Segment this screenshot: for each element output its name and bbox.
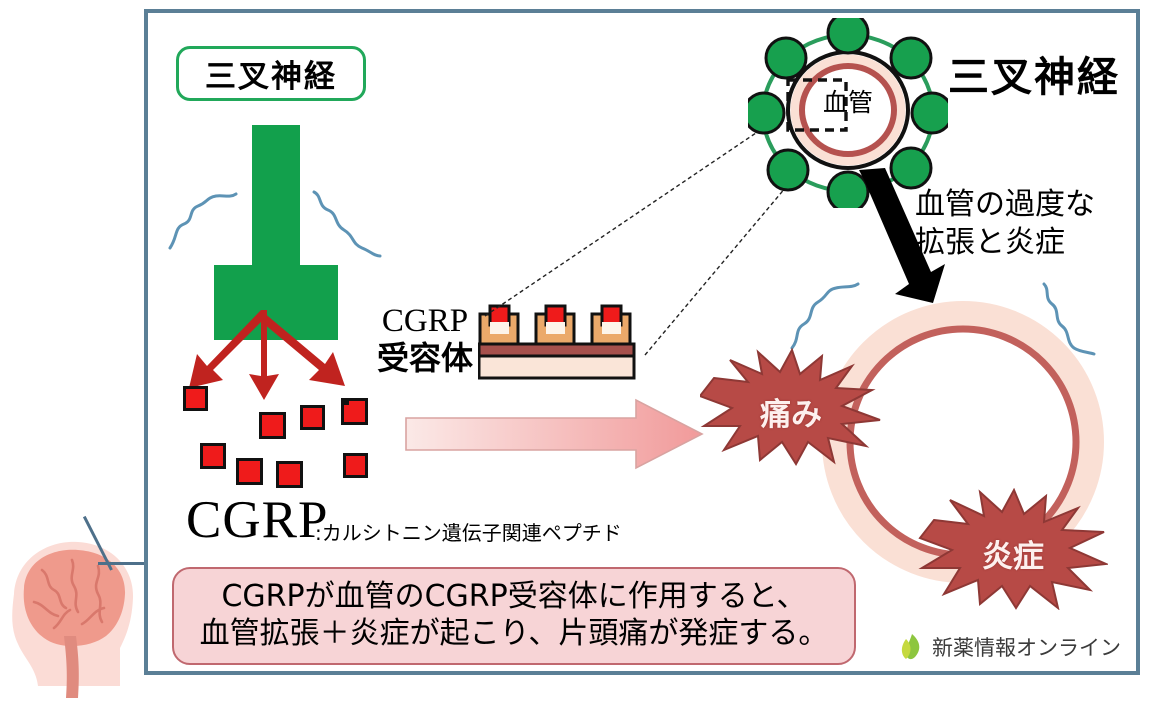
process-arrow bbox=[405, 398, 704, 470]
cgrp-receptor-membrane-diagram bbox=[478, 304, 636, 380]
vessel-squiggle-left bbox=[790, 282, 860, 350]
caption-line2: 血管拡張＋炎症が起こり、片頭痛が発症する。 bbox=[199, 616, 829, 651]
dilation-text-line1: 血管の過度な bbox=[915, 187, 1095, 222]
trigeminal-nerve-label-right: 三叉神経 bbox=[948, 53, 1120, 101]
signal-squiggle-left bbox=[168, 192, 238, 250]
vessel-squiggle-right bbox=[1042, 282, 1096, 356]
watermark: 新薬情報オンライン bbox=[898, 632, 1121, 662]
cgrp-molecule bbox=[236, 458, 263, 485]
dilation-inflammation-text: 血管の過度な 拡張と炎症 bbox=[915, 186, 1095, 263]
nerve-terminal-shape bbox=[214, 125, 338, 340]
pain-starburst bbox=[700, 348, 881, 466]
dilation-flow-arrow bbox=[859, 168, 945, 303]
vessel-cross-section-label: 血管 bbox=[823, 88, 874, 117]
cgrp-molecule bbox=[341, 398, 368, 425]
cgrp-receptor-label-line2: 受容体 bbox=[376, 339, 473, 378]
inflammation-burst-text: 炎症 bbox=[982, 539, 1044, 575]
signal-squiggle-right bbox=[312, 190, 382, 258]
cgrp-molecule bbox=[343, 399, 349, 405]
cgrp-molecule bbox=[276, 461, 303, 488]
dilation-text-line2: 拡張と炎症 bbox=[915, 225, 1065, 261]
head-brain-illustration bbox=[12, 541, 134, 698]
pain-burst-text: 痛み bbox=[760, 397, 822, 433]
pain-burst-group: 痛み bbox=[700, 348, 882, 466]
cgrp-molecule bbox=[300, 405, 325, 430]
trigeminal-nerve-label-text: 三叉神経 bbox=[205, 59, 337, 95]
caption-line1: CGRPが血管のCGRP受容体に作用すると、 bbox=[221, 579, 807, 615]
watermark-text: 新薬情報オンライン bbox=[932, 636, 1121, 660]
vessel-cross-section bbox=[748, 18, 948, 208]
cgrp-subtitle: :カルシトニン遺伝子関連ペプチド bbox=[315, 521, 622, 545]
cgrp-release-arrows bbox=[189, 310, 345, 400]
cgrp-title: CGRP bbox=[186, 491, 329, 549]
leaf-icon bbox=[901, 634, 920, 660]
cgrp-molecule bbox=[183, 386, 208, 411]
cgrp-receptor-label-line1: CGRP bbox=[381, 303, 469, 339]
inflammation-starburst bbox=[918, 488, 1108, 610]
cgrp-molecule bbox=[200, 443, 226, 469]
cgrp-receptor-label: CGRP 受容体 bbox=[369, 302, 481, 377]
trigeminal-nerve-label-box: 三叉神経 bbox=[176, 46, 366, 101]
cgrp-molecule bbox=[343, 453, 368, 478]
brain-callout-horizontal bbox=[98, 562, 147, 565]
receptor-callout-lines bbox=[484, 111, 808, 356]
cgrp-molecule bbox=[259, 412, 286, 439]
inflammation-burst-group: 炎症 bbox=[918, 488, 1108, 610]
caption-box: CGRPが血管のCGRP受容体に作用すると、 血管拡張＋炎症が起こり、片頭痛が発… bbox=[172, 567, 856, 665]
